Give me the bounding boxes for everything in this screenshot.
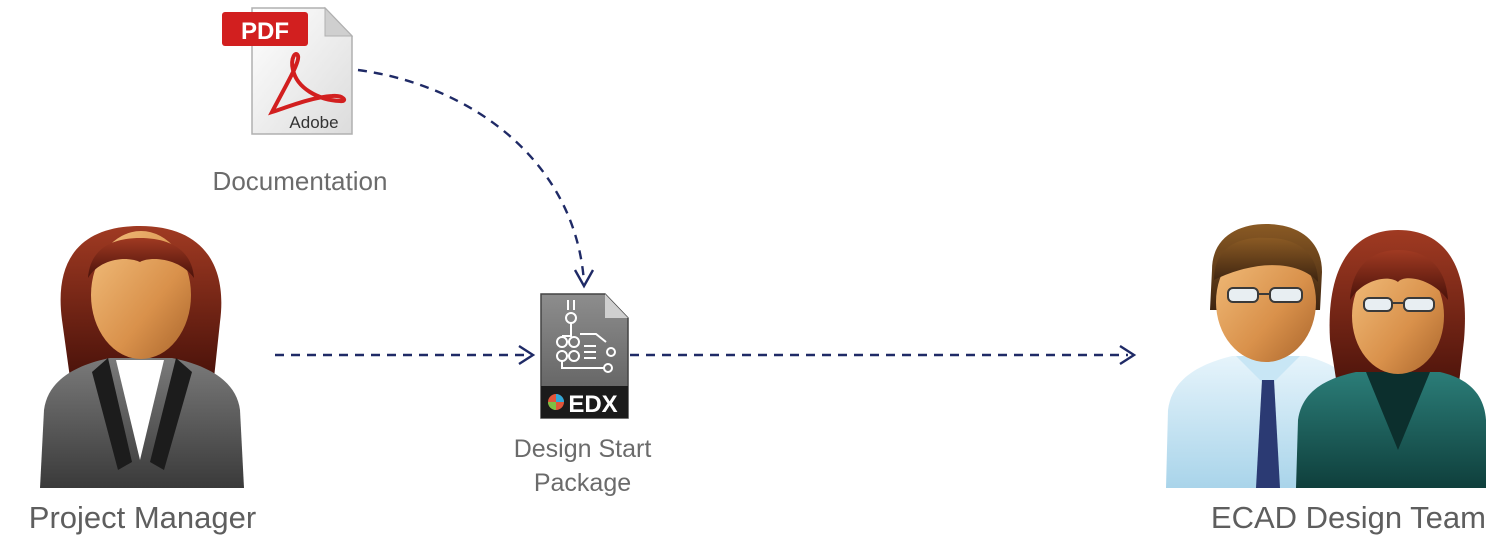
edx-file-icon: EDX	[540, 293, 629, 419]
design-start-package-label-line1: Design Start	[513, 435, 652, 463]
businesswoman-avatar-icon	[40, 226, 244, 488]
adobe-logo-text: Adobe	[289, 113, 338, 132]
design-start-package-label: Design Start Package	[470, 432, 695, 500]
arrowhead-documentation	[573, 269, 595, 289]
arrowhead-package	[518, 344, 536, 366]
project-manager-label: Project Manager	[28, 500, 257, 535]
documentation-label: Documentation	[212, 166, 388, 196]
pdf-badge-text: PDF	[241, 18, 289, 45]
design-start-package-label-line2: Package	[533, 469, 632, 497]
arrowhead-team	[1119, 344, 1137, 366]
edx-badge-text: EDX	[568, 391, 617, 418]
ecad-design-team-label: ECAD Design Team	[1210, 500, 1486, 535]
edge-documentation-to-package	[357, 68, 586, 283]
pdf-file-icon: PDF Adobe	[222, 6, 354, 135]
team-avatar-icon	[1166, 224, 1486, 488]
